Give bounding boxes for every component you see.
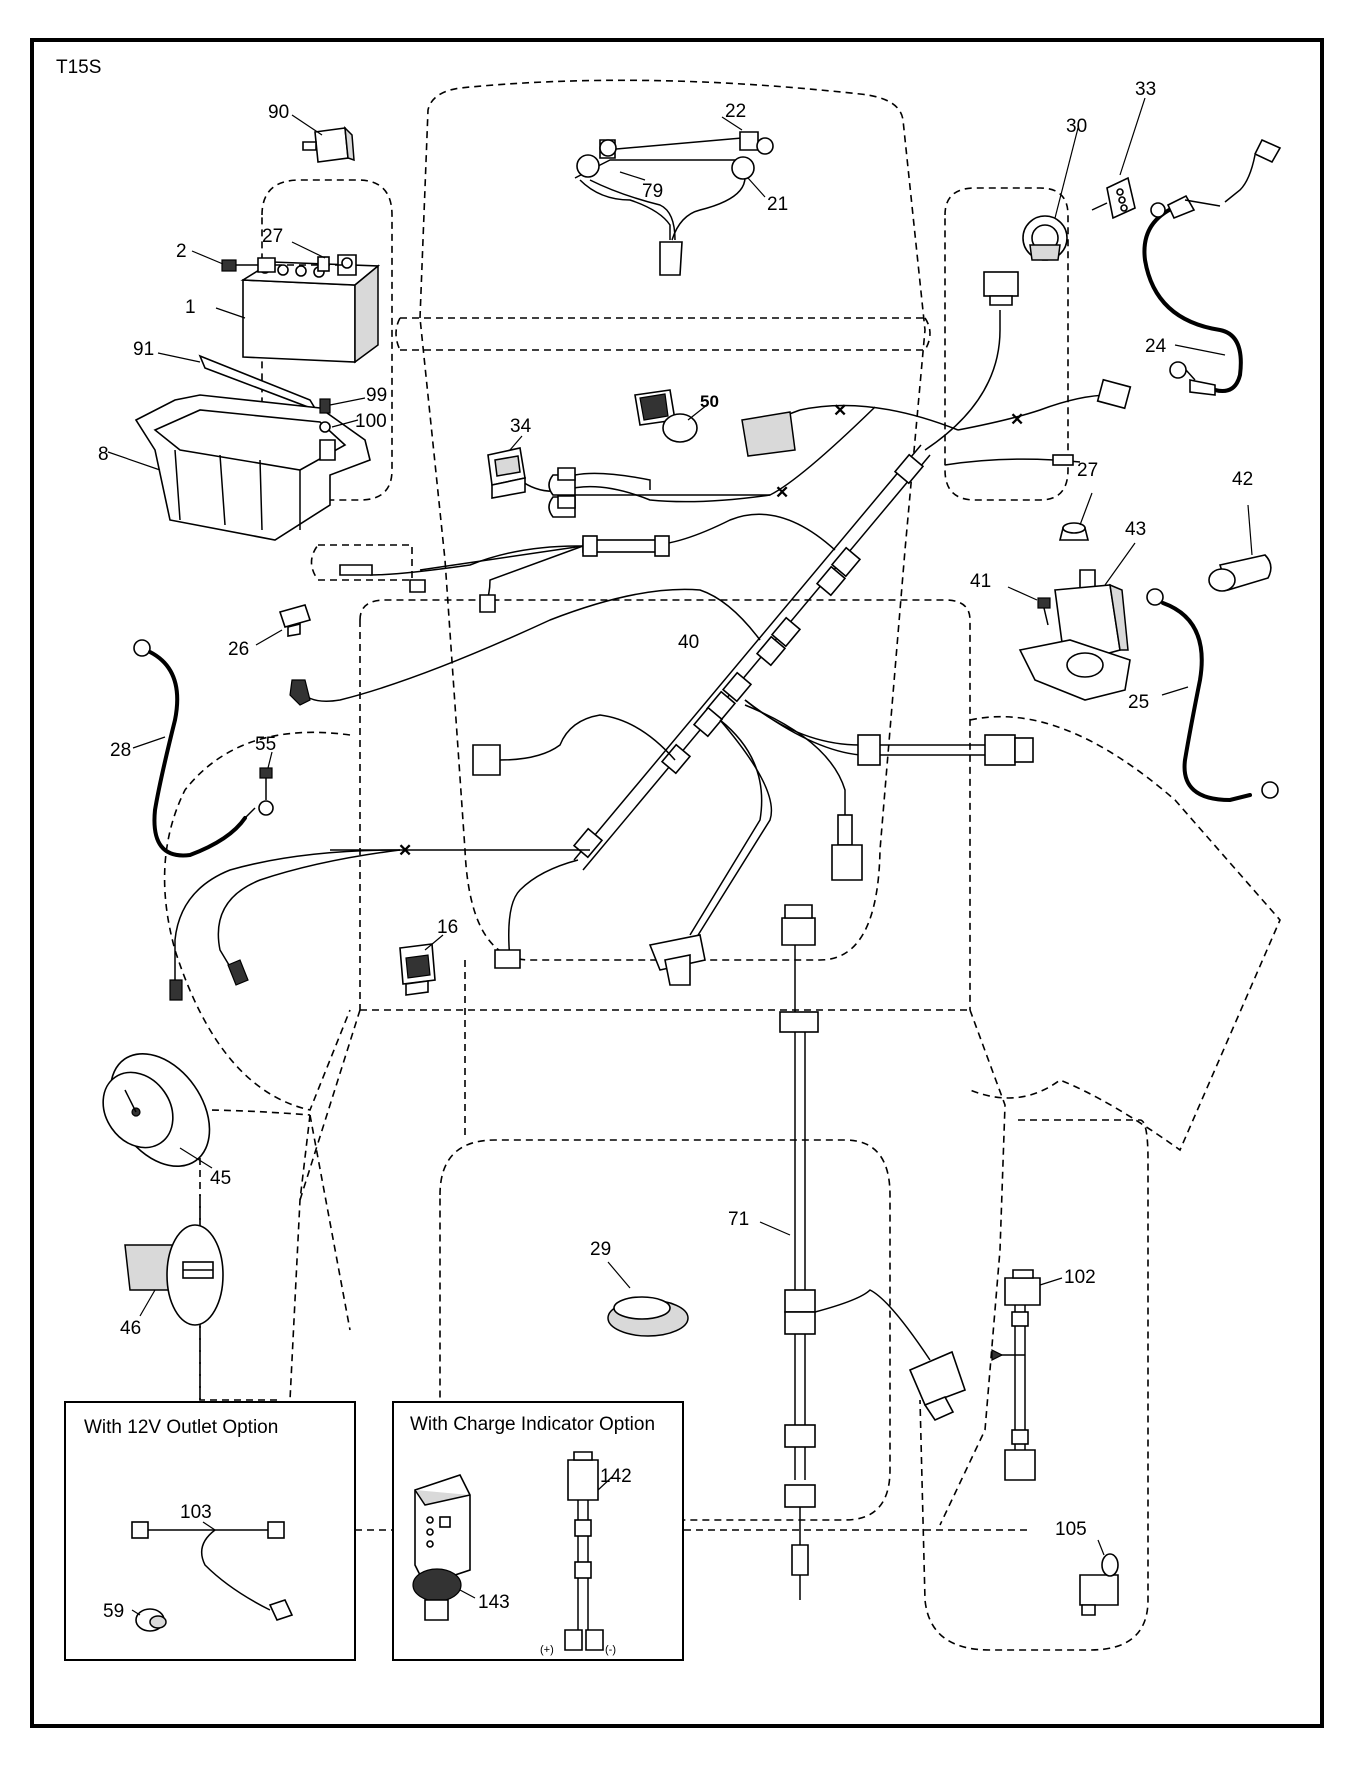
callout-21: 21	[767, 194, 788, 215]
chassis-outline	[163, 79, 1281, 1651]
callout-50: 50	[700, 392, 719, 411]
callout-59: 59	[103, 1601, 124, 1622]
part-42-terminal-boot	[1208, 504, 1272, 592]
callout-labels: 90 2 27 1 91 99 100 8 22 79 21 30 33 24 …	[98, 79, 1253, 1622]
callout-26: 26	[228, 639, 249, 660]
callout-43: 43	[1125, 519, 1146, 540]
part-33-key	[1091, 97, 1146, 220]
part-46-hour-meter	[124, 1224, 224, 1326]
part-43-solenoid	[1018, 492, 1136, 701]
part-29-grommet	[607, 1261, 689, 1337]
callout-100: 100	[355, 411, 387, 432]
callout-105: 105	[1055, 1519, 1087, 1540]
part-28-ground-cable	[132, 639, 256, 858]
callout-102: 102	[1064, 1267, 1096, 1288]
callout-27b: 27	[1077, 460, 1098, 481]
part-30-key-switch	[1022, 127, 1079, 261]
callout-27a: 27	[262, 226, 283, 247]
callout-79: 79	[642, 181, 663, 202]
main-harness: ✕ ✕ ✕ ✕	[169, 271, 1132, 1001]
harness-71	[779, 904, 967, 1600]
part-8-battery-tray	[107, 394, 371, 541]
callout-8: 8	[98, 444, 109, 465]
callout-24: 24	[1145, 336, 1167, 357]
callout-46: 46	[120, 1318, 141, 1339]
model-label: T15S	[56, 57, 101, 78]
outlet-option-box: With 12V Outlet Option	[64, 1401, 356, 1661]
part-1-battery	[215, 254, 381, 364]
callout-2: 2	[176, 241, 187, 262]
part-26-fuse	[255, 604, 312, 646]
part-90-relay	[291, 114, 355, 163]
part-55-ground-bolt	[258, 751, 274, 816]
callout-45: 45	[210, 1168, 231, 1189]
callout-22: 22	[725, 101, 746, 122]
callout-71: 71	[728, 1209, 749, 1230]
callout-40: 40	[678, 632, 699, 653]
callout-143: 143	[478, 1592, 510, 1613]
outlet-option-title: With 12V Outlet Option	[84, 1417, 278, 1438]
minus-terminal-label: (-)	[605, 1644, 616, 1656]
charge-option-box: With Charge Indicator Option (+) (-)	[392, 1401, 684, 1661]
part-45-hour-meter-gauge	[102, 1052, 213, 1169]
part-41-bolt	[1007, 586, 1051, 626]
part-24-battery-cable	[1142, 138, 1282, 396]
callout-103: 103	[180, 1502, 212, 1523]
callout-142: 142	[600, 1466, 632, 1487]
svg-text:✕: ✕	[1010, 410, 1024, 429]
callout-91: 91	[133, 339, 154, 360]
charge-option-title: With Charge Indicator Option	[410, 1414, 655, 1435]
part-102-harness	[991, 1269, 1063, 1481]
part-2-bolt	[191, 241, 345, 273]
part-25-battery-cable	[1146, 588, 1279, 803]
svg-text:✕: ✕	[833, 401, 847, 420]
part-16-relay	[399, 934, 444, 996]
callout-90: 90	[268, 102, 289, 123]
callout-25: 25	[1128, 692, 1149, 713]
callout-41: 41	[970, 571, 991, 592]
callout-55: 55	[255, 734, 276, 755]
callout-34: 34	[510, 416, 532, 437]
callout-30: 30	[1066, 116, 1087, 137]
diagram-frame	[30, 38, 1324, 1728]
svg-text:✕: ✕	[398, 841, 412, 860]
plus-terminal-label: (+)	[540, 1644, 554, 1656]
callout-33: 33	[1135, 79, 1156, 100]
callout-42: 42	[1232, 469, 1253, 490]
callout-29: 29	[590, 1239, 611, 1260]
callout-28: 28	[110, 740, 131, 761]
callout-16: 16	[437, 917, 458, 938]
callout-1: 1	[185, 297, 196, 318]
part-50-pto-switch	[634, 389, 708, 443]
callout-99: 99	[366, 385, 387, 406]
svg-text:✕: ✕	[775, 483, 789, 502]
part-34-switch	[487, 435, 651, 509]
part-99-screw	[319, 397, 366, 433]
part-79-light-harness	[574, 116, 774, 276]
part-105-solenoid	[1079, 1539, 1119, 1616]
